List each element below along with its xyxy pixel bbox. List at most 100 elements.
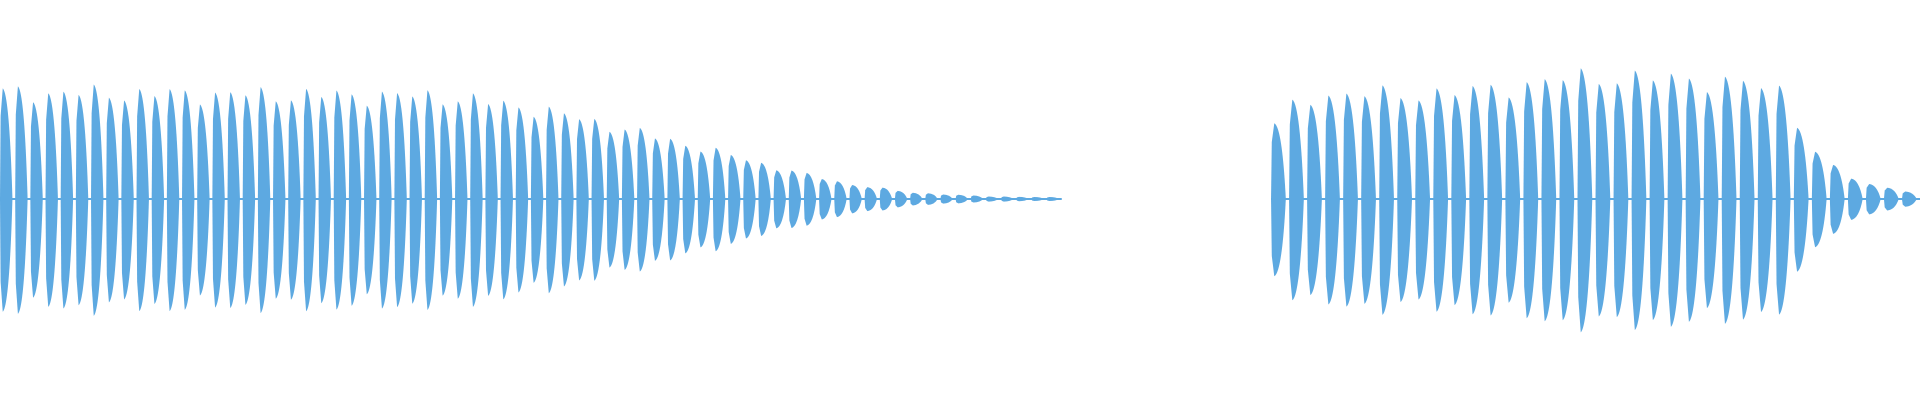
waveform-cycle [561, 113, 574, 287]
waveform-cycle [591, 118, 604, 281]
waveform-cycle [667, 138, 680, 261]
waveform-cycle [1451, 94, 1467, 306]
waveform-cycle [1541, 79, 1557, 322]
waveform-cycle [1271, 123, 1286, 277]
waveform-cycle [364, 105, 377, 295]
waveform-cycle [1001, 196, 1014, 202]
waveform-cycle [227, 92, 240, 309]
waveform-cycle [1829, 164, 1845, 234]
audio-clip-clip-2[interactable] [1271, 68, 1920, 333]
waveform-cycle [136, 89, 149, 312]
waveform-cycle [1703, 92, 1719, 309]
waveform-cycle [546, 106, 559, 294]
waveform-cycle [288, 100, 301, 300]
waveform-cycle [1397, 97, 1413, 303]
waveform-cycle [955, 194, 969, 204]
waveform-cycle [409, 96, 422, 304]
waveform-cycle [652, 138, 665, 261]
waveform-cycle [515, 107, 529, 293]
waveform-cycle [182, 90, 195, 310]
audio-clip-clip-1[interactable] [0, 84, 1062, 316]
waveform-cycle [1667, 73, 1683, 327]
waveform-cycle [318, 96, 331, 304]
waveform-cycle [106, 97, 119, 303]
waveform-cycle [60, 91, 74, 309]
waveform-cycle [455, 101, 468, 299]
waveform-cycle [75, 94, 89, 306]
waveform-cycle [1505, 97, 1521, 303]
waveform-cycle [500, 100, 513, 300]
waveform-cycle [788, 170, 802, 229]
waveform-cycle [728, 154, 741, 244]
waveform-cycle [30, 102, 43, 298]
waveform-cycle [1031, 197, 1044, 202]
waveform-cycle [1415, 100, 1431, 300]
waveform-cycle [1361, 96, 1376, 304]
waveform-cycle [1469, 85, 1485, 315]
waveform-cycle [273, 101, 286, 299]
waveform-cycle [1016, 196, 1029, 202]
waveform-cycle [121, 100, 134, 300]
waveform-cycle [970, 195, 984, 203]
waveform-cycle [197, 104, 210, 296]
waveform-cycle [1577, 68, 1593, 333]
waveform-cycle [1595, 83, 1611, 317]
waveform-cycle [773, 170, 787, 229]
waveform-cycle [621, 129, 635, 270]
waveform-cycle [1775, 85, 1791, 315]
waveform-cycle [940, 194, 953, 204]
waveform-cycle [1559, 80, 1575, 321]
waveform-cycle [849, 184, 862, 214]
waveform-cycle [697, 151, 711, 248]
waveform-cycle [1901, 191, 1917, 207]
waveform-cycle [439, 104, 453, 296]
waveform-cycle [485, 104, 498, 296]
waveform-cycle [894, 190, 908, 208]
waveform-cycle [15, 86, 28, 314]
waveform-cycle [1631, 70, 1647, 331]
waveform-cycle [910, 192, 923, 206]
waveform-cycle [879, 187, 893, 211]
waveform-cycle [1325, 95, 1340, 305]
waveform-cycle [333, 90, 347, 310]
waveform-cycle [1289, 99, 1304, 301]
waveform-cycle [1046, 197, 1060, 202]
waveform-cycle [1649, 80, 1665, 321]
waveform-cycle [606, 131, 620, 268]
waveform-cycle [925, 193, 938, 205]
waveform-cycle [1721, 76, 1737, 324]
waveform-cycle [242, 95, 256, 305]
waveform-cycle [1523, 82, 1539, 319]
waveform-cycle [1865, 183, 1881, 215]
waveform-cycle [743, 160, 756, 239]
waveform-cycle [1487, 84, 1503, 316]
waveform-cycle [834, 181, 847, 218]
waveform-cycle [682, 145, 695, 254]
waveform-cycle [379, 91, 392, 309]
waveform-cycle [864, 187, 878, 212]
waveform-cycle [1433, 88, 1449, 312]
waveform-cycle [1613, 83, 1629, 318]
waveform-cycle [819, 178, 832, 220]
waveform-cycle [758, 162, 771, 236]
waveform-cycle [985, 196, 999, 202]
waveform-cycle [470, 93, 483, 307]
waveform-cycle [712, 147, 726, 252]
waveform-cycle [1685, 78, 1701, 322]
waveform-cycle [1757, 88, 1773, 313]
waveform-cycle [212, 92, 225, 308]
waveform-cycle [1847, 178, 1863, 220]
waveform-cycle [576, 119, 589, 281]
audio-clips-layer [0, 68, 1920, 333]
waveform-cycle [1883, 187, 1899, 211]
waveform-cycle [45, 93, 58, 307]
waveform-cycle [1307, 104, 1322, 296]
waveform-cycle [530, 116, 544, 283]
waveform-cycle [303, 88, 316, 312]
waveform-cycle [803, 172, 817, 226]
waveform-cycle [166, 89, 180, 312]
waveform-cycle [257, 87, 271, 314]
waveform-cycle [1739, 80, 1755, 320]
